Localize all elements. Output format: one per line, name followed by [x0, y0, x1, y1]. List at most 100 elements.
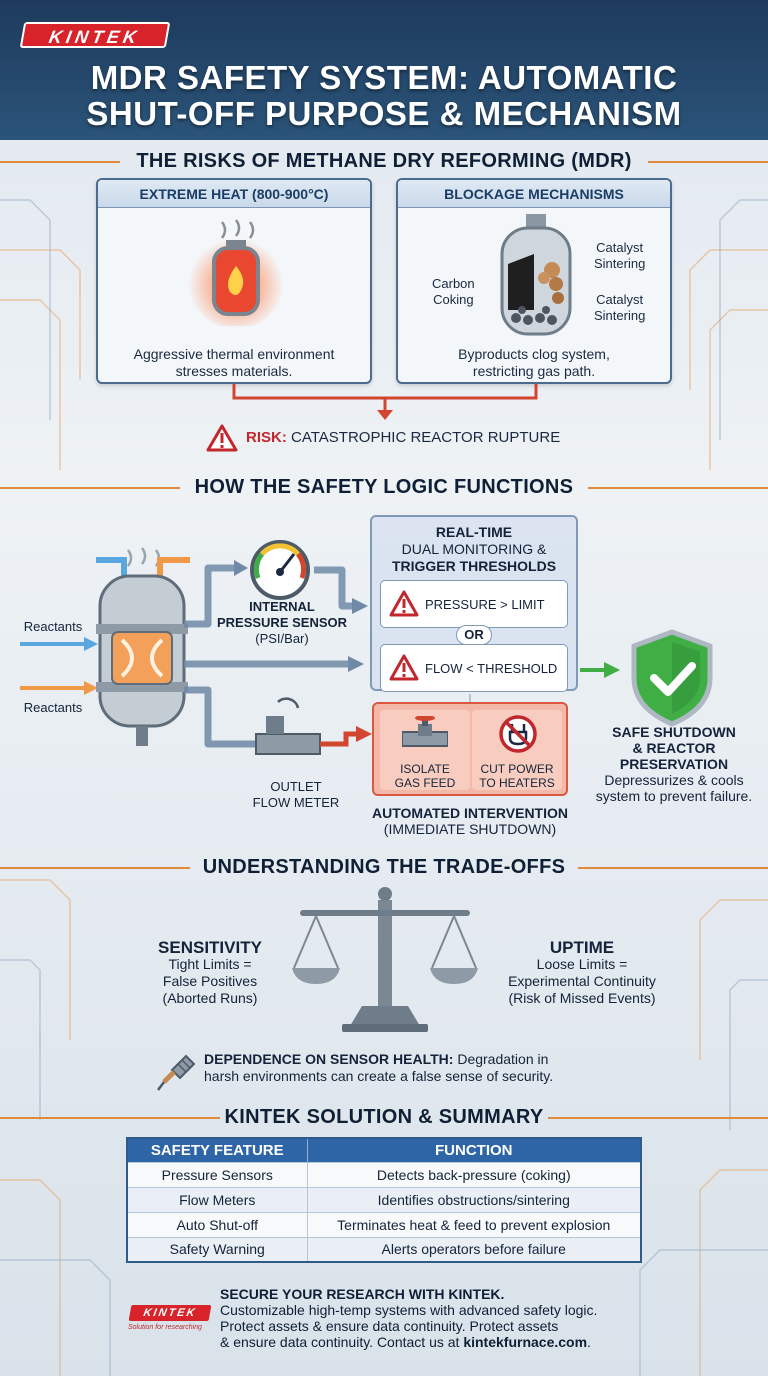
sensor-label-1: INTERNAL — [249, 599, 315, 614]
uptime-block: UPTIME Loose Limits = Experimental Conti… — [482, 939, 682, 1007]
sinter-b-1: Catalyst — [596, 292, 644, 307]
flow-condition: FLOW < THRESHOLD — [380, 644, 568, 692]
warning-icon — [389, 590, 419, 617]
heat-panel-title: EXTREME HEAT (800-900°C) — [98, 180, 370, 208]
sinter-b-2: Sintering — [594, 308, 646, 323]
risk-statement: RISK: CATASTROPHIC REACTOR RUPTURE — [246, 429, 560, 446]
pressure-condition-text: PRESSURE > LIMIT — [425, 597, 545, 612]
sensitivity-line-2: False Positives — [162, 973, 258, 989]
section-rule — [0, 867, 190, 869]
or-badge: OR — [456, 625, 492, 645]
carbon-label-1: Carbon — [432, 276, 475, 291]
table-cell: Pressure Sensors — [127, 1161, 308, 1187]
flow-meter-label: OUTLET FLOW METER — [238, 779, 354, 811]
risk-merge-arrow — [232, 384, 538, 420]
safe-label-4: Depressurizes & cools — [604, 772, 744, 788]
sensor-health-heading: DEPENDENCE ON SENSOR HEALTH: — [204, 1051, 454, 1067]
section-rule — [548, 1117, 768, 1119]
safe-label-5: system to prevent failure. — [595, 788, 753, 804]
monitor-title-3: TRIGGER THRESHOLDS — [391, 558, 557, 574]
sinter-a-2: Sintering — [594, 256, 646, 271]
monitor-title-1: REAL-TIME — [435, 524, 513, 540]
table-cell: Safety Warning — [127, 1236, 308, 1262]
flow-label-1: OUTLET — [270, 779, 322, 794]
cta-body: Customizable high-temp systems with adva… — [220, 1302, 740, 1350]
table-header: SAFETY FEATURE — [127, 1138, 308, 1162]
monitoring-title: REAL-TIME DUAL MONITORING & TRIGGER THRE… — [372, 524, 576, 575]
risks-section-title: THE RISKS OF METHANE DRY REFORMING (MDR) — [136, 150, 632, 172]
cta-line-3-end: . — [587, 1334, 591, 1350]
title-line-1: MDR SAFETY SYSTEM: AUTOMATIC — [90, 59, 678, 96]
table-cell: Identifies obstructions/sintering — [307, 1186, 642, 1212]
blockage-text-1: Byproducts clog system, — [458, 346, 610, 362]
sensor-label-3: (PSI/Bar) — [255, 631, 309, 646]
pressure-condition: PRESSURE > LIMIT — [380, 580, 568, 628]
sensor-probe-icon — [157, 1054, 196, 1091]
sensitivity-heading: SENSITIVITY — [158, 938, 262, 957]
pressure-sensor-label: INTERNAL PRESSURE SENSOR (PSI/Bar) — [212, 599, 352, 647]
reactants-top-label: Reactants — [23, 619, 83, 634]
monitor-title-2: DUAL MONITORING & — [401, 541, 547, 557]
table-row: Auto Shut-off Terminates heat & feed to … — [127, 1211, 642, 1237]
valve-icon — [402, 716, 448, 747]
tradeoffs-section-title: UNDERSTANDING THE TRADE-OFFS — [202, 856, 566, 878]
safety-logic-flow-diagram — [20, 540, 620, 755]
summary-table: SAFETY FEATURE FUNCTION Pressure Sensors… — [126, 1137, 642, 1263]
sensor-health-line-2: harsh environments can create a false se… — [204, 1068, 554, 1084]
intervention-panel: ISOLATE GAS FEED CUT POWER TO HEATERS — [372, 702, 568, 796]
sensor-label-2: PRESSURE SENSOR — [216, 615, 348, 630]
safe-label-2: & REACTOR — [632, 740, 716, 756]
flow-condition-text: FLOW < THRESHOLD — [425, 661, 558, 676]
uptime-line-2: Experimental Continuity — [508, 973, 656, 989]
table-cell: Alerts operators before failure — [307, 1236, 642, 1262]
safe-shutdown-label: SAFE SHUTDOWN & REACTOR PRESERVATION Dep… — [584, 724, 764, 804]
kintek-logo: KINTEK — [19, 22, 171, 48]
section-rule — [588, 487, 768, 489]
safe-label-1: SAFE SHUTDOWN — [612, 724, 736, 740]
summary-section-title: KINTEK SOLUTION & SUMMARY — [224, 1106, 544, 1128]
cta-title: SECURE YOUR RESEARCH WITH KINTEK. — [220, 1286, 505, 1302]
sensitivity-line-1: Tight Limits = — [168, 956, 252, 972]
table-cell: Flow Meters — [127, 1186, 308, 1212]
isolate-label: ISOLATE GAS FEED — [380, 762, 470, 790]
sintering-label-b: Catalyst Sintering — [594, 292, 645, 324]
risk-prefix: RISK: — [246, 429, 287, 446]
no-power-icon — [499, 715, 537, 753]
website-link[interactable]: kintekfurnace.com — [463, 1334, 588, 1350]
uptime-line-3: (Risk of Missed Events) — [508, 990, 656, 1006]
sensor-health-line-1: Degradation in — [453, 1051, 549, 1067]
blockage-panel: BLOCKAGE MECHANISMS Carbon Coking Cataly… — [396, 178, 672, 384]
sensitivity-block: SENSITIVITY Tight Limits = False Positiv… — [140, 939, 280, 1007]
sensitivity-line-3: (Aborted Runs) — [162, 990, 258, 1006]
sintering-label-a: Catalyst Sintering — [594, 240, 645, 272]
auto-label-2: (IMMEDIATE SHUTDOWN) — [383, 821, 557, 837]
safe-label-3: PRESERVATION — [619, 756, 729, 772]
carbon-coking-label: Carbon Coking — [432, 276, 475, 308]
cut-label-2: TO HEATERS — [479, 776, 555, 790]
uptime-line-1: Loose Limits = — [536, 956, 628, 972]
uptime-heading: UPTIME — [549, 938, 615, 957]
section-rule — [0, 161, 120, 163]
section-rule — [578, 867, 768, 869]
sensor-health-note: DEPENDENCE ON SENSOR HEALTH: Degradation… — [204, 1051, 684, 1085]
table-row: Flow Meters Identifies obstructions/sint… — [127, 1186, 642, 1212]
heat-panel: EXTREME HEAT (800-900°C) Aggressive ther… — [96, 178, 372, 384]
reactants-bottom-label: Reactants — [23, 700, 83, 715]
clogged-reactor-icon — [500, 214, 572, 336]
carbon-label-2: Coking — [433, 292, 474, 307]
heat-text-2: stresses materials. — [175, 363, 293, 379]
page-title: MDR SAFETY SYSTEM: AUTOMATIC SHUT-OFF PU… — [20, 60, 748, 132]
warning-icon — [389, 654, 419, 681]
table-cell: Auto Shut-off — [127, 1211, 308, 1237]
table-header-row: SAFETY FEATURE FUNCTION — [127, 1138, 642, 1162]
table-row: Safety Warning Alerts operators before f… — [127, 1236, 642, 1262]
table-cell: Terminates heat & feed to prevent explos… — [307, 1211, 642, 1237]
warning-icon — [206, 424, 238, 452]
cta-line-2: Protect assets & ensure data continuity.… — [220, 1318, 559, 1334]
kintek-footer-logo: KINTEK — [128, 1305, 212, 1321]
table-row: Pressure Sensors Detects back-pressure (… — [127, 1161, 642, 1187]
logic-section-title: HOW THE SAFETY LOGIC FUNCTIONS — [194, 476, 574, 498]
cut-power-label: CUT POWER TO HEATERS — [472, 762, 562, 790]
kintek-tagline: Solution for researching — [128, 1324, 202, 1331]
